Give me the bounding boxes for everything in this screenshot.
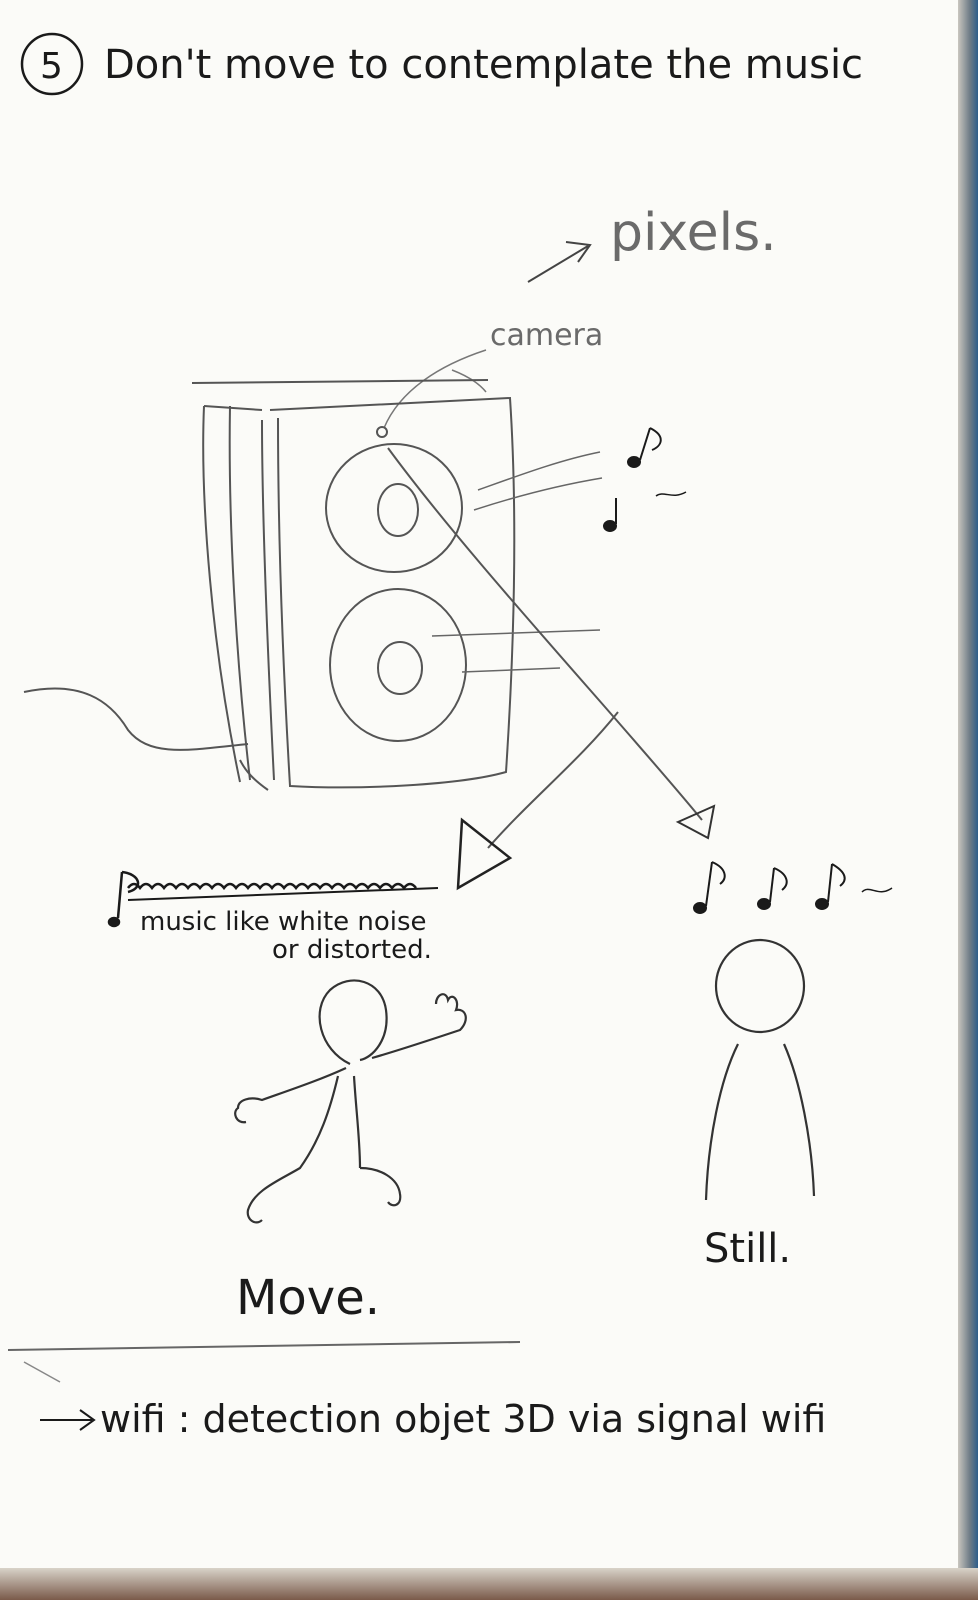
- sketch-page: 5 Don't move to contemplate the music pi…: [0, 0, 958, 1568]
- camera-arrows: [387, 447, 716, 891]
- sound-waves: [431, 451, 603, 673]
- divider: [7, 1341, 521, 1351]
- camera-label: camera: [490, 318, 603, 353]
- music-note-icon: [815, 863, 846, 910]
- circled-number-icon: [20, 32, 84, 96]
- speaker-icon: [23, 379, 516, 791]
- music-note-icon: [693, 861, 726, 914]
- arrow-icon: [527, 241, 592, 283]
- music-description-line1: music like white noise: [140, 907, 427, 937]
- stick-figure-still-icon: [704, 938, 816, 1201]
- step-number: 5: [40, 46, 63, 87]
- arrow-icon: [456, 817, 513, 891]
- music-note-icon: [107, 870, 140, 928]
- music-notes-still: [693, 861, 893, 914]
- move-label: Move.: [236, 1270, 380, 1326]
- page-title: Don't move to contemplate the music: [104, 42, 863, 88]
- still-label: Still.: [704, 1226, 791, 1272]
- arrow-icon: [675, 804, 716, 840]
- footer-note: wifi : detection objet 3D via signal wif…: [40, 1397, 826, 1441]
- sketch-canvas: 5 Don't move to contemplate the music pi…: [7, 32, 893, 1441]
- arrow-icon: [40, 1409, 96, 1431]
- music-note-icon: [627, 427, 662, 468]
- music-note-icon: [603, 498, 617, 532]
- music-notes-speaker: [603, 427, 687, 532]
- music-note-icon: [757, 867, 788, 910]
- distorted-music: music like white noise or distorted.: [107, 870, 439, 965]
- camera-annotation: camera: [383, 318, 603, 429]
- page-edge: [958, 0, 978, 1600]
- header: 5 Don't move to contemplate the music: [20, 32, 863, 96]
- pixels-label: pixels.: [610, 203, 777, 263]
- divider-stroke: [23, 1361, 61, 1383]
- music-description-line2: or distorted.: [272, 935, 432, 965]
- camera-lens-icon: [376, 426, 388, 438]
- wifi-note: wifi : detection objet 3D via signal wif…: [100, 1397, 826, 1441]
- stick-figure-moving-icon: [234, 979, 467, 1224]
- pixels-annotation: pixels.: [527, 203, 777, 283]
- page-bottom-edge: [0, 1568, 978, 1600]
